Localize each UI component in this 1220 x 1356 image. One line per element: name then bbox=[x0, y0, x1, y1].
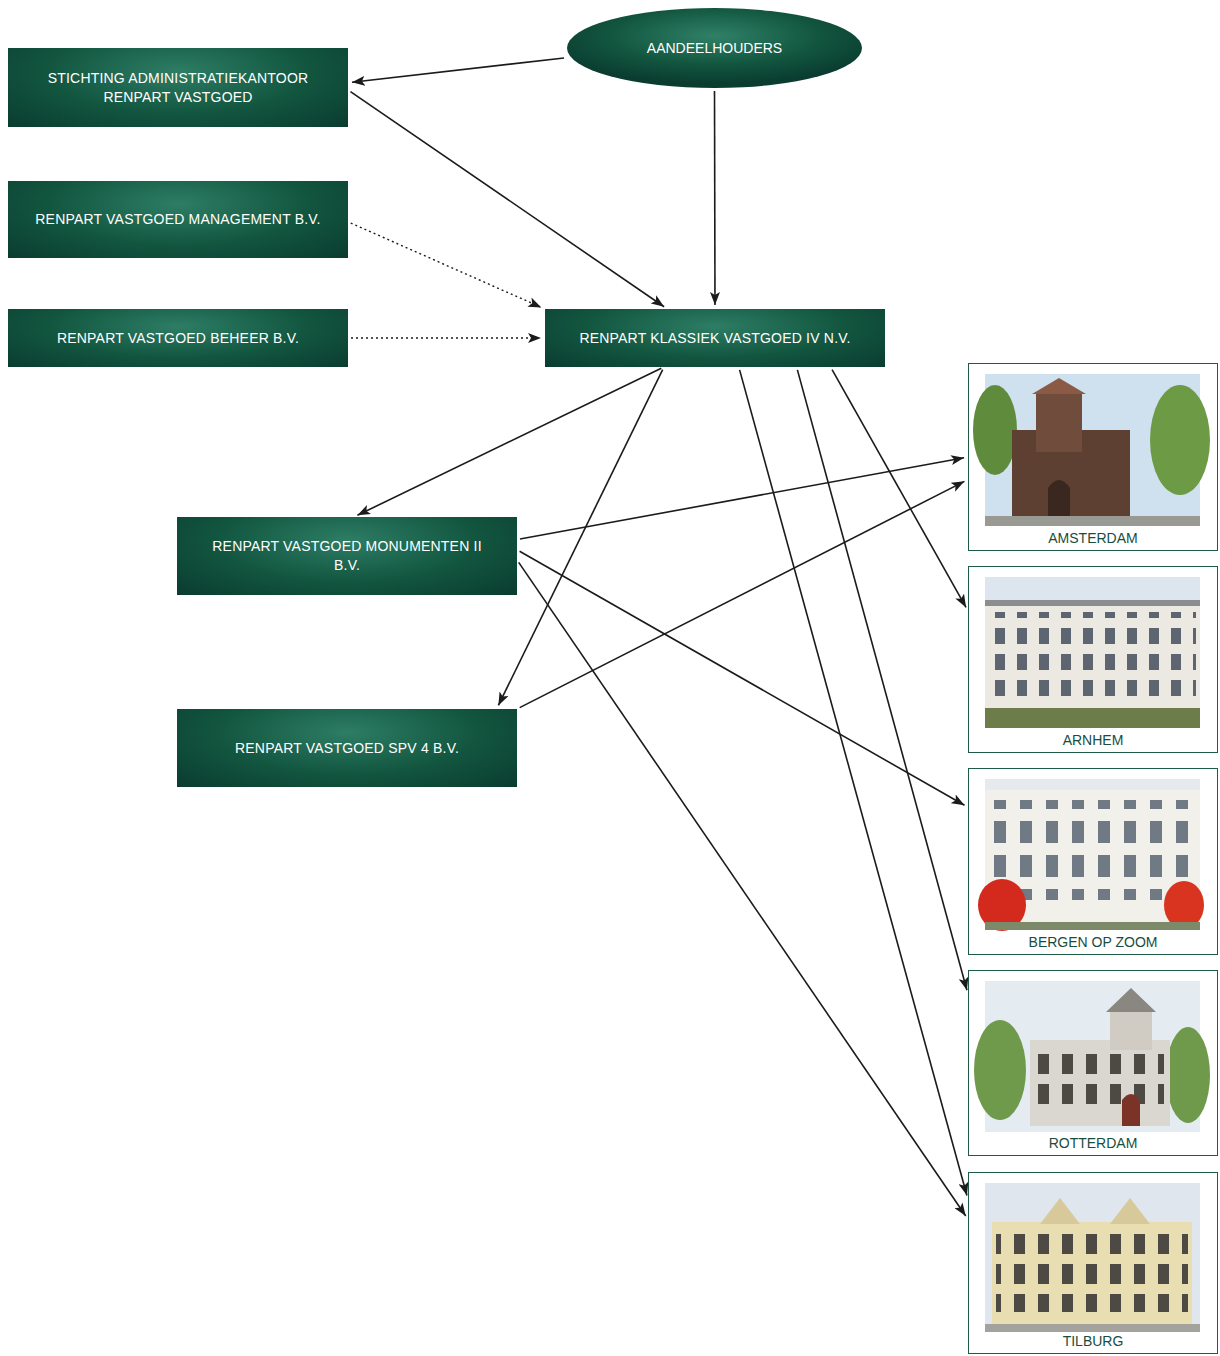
windows bbox=[994, 800, 1194, 900]
entity-name: RENPART VASTGOED MONUMENTEN II B.V. bbox=[199, 537, 495, 575]
city-caption: BERGEN OP ZOOM bbox=[969, 933, 1217, 951]
property-photo-box: AMSTERDAM bbox=[968, 363, 1218, 551]
ownership-arrow bbox=[520, 551, 965, 805]
street bbox=[985, 516, 1200, 526]
tree bbox=[1150, 385, 1210, 495]
sky bbox=[985, 577, 1200, 728]
entity-box: RENPART VASTGOED SPV 4 B.V. bbox=[177, 709, 517, 787]
entity-name: RENPART VASTGOED MANAGEMENT B.V. bbox=[35, 210, 320, 229]
property-photo-box: TILBURG bbox=[968, 1172, 1218, 1354]
windows bbox=[996, 1232, 1188, 1312]
gable bbox=[1110, 1010, 1152, 1050]
building bbox=[992, 1222, 1192, 1326]
lawn bbox=[985, 708, 1200, 728]
ownership-arrow bbox=[520, 458, 964, 539]
ownership-arrow bbox=[352, 58, 564, 82]
amsterdam-photo bbox=[973, 374, 1210, 526]
ownership-arrow bbox=[714, 91, 716, 305]
ornament-gable bbox=[1110, 1198, 1150, 1224]
city-caption: AMSTERDAM bbox=[969, 529, 1217, 547]
entity-name: RENPART VASTGOED BEHEER B.V. bbox=[57, 329, 299, 348]
tree bbox=[973, 385, 1017, 475]
management-link bbox=[351, 223, 542, 307]
management-link bbox=[351, 337, 541, 338]
church-tower bbox=[1036, 392, 1082, 452]
ownership-arrow bbox=[498, 370, 662, 706]
entity-box: RENPART KLASSIEK VASTGOED IV N.V. bbox=[545, 309, 885, 367]
entity-name: RENPART KLASSIEK VASTGOED IV N.V. bbox=[579, 329, 850, 348]
church-door bbox=[1048, 480, 1070, 522]
city-caption: ROTTERDAM bbox=[969, 1134, 1217, 1152]
property-photo-box: ROTTERDAM bbox=[968, 970, 1218, 1156]
building bbox=[1030, 1040, 1170, 1126]
tree bbox=[1166, 1027, 1210, 1123]
door bbox=[1122, 1094, 1140, 1126]
red-flowers bbox=[1164, 881, 1204, 929]
rotterdam-photo bbox=[974, 981, 1210, 1132]
tilburg-photo bbox=[985, 1183, 1200, 1334]
entity-box: RENPART VASTGOED MANAGEMENT B.V. bbox=[8, 181, 348, 258]
ownership-arrow bbox=[519, 562, 966, 1216]
entity-name: AANDEELHOUDERS bbox=[647, 40, 782, 56]
ground bbox=[985, 922, 1200, 930]
entity-box: RENPART VASTGOED BEHEER B.V. bbox=[8, 309, 348, 367]
entity-name: RENPART VASTGOED SPV 4 B.V. bbox=[235, 739, 459, 758]
city-caption: TILBURG bbox=[969, 1332, 1217, 1350]
arnhem-photo bbox=[985, 577, 1200, 728]
ownership-arrow bbox=[520, 481, 965, 707]
windows bbox=[1036, 1048, 1164, 1108]
roof-edge bbox=[985, 600, 1200, 606]
property-photo-box: ARNHEM bbox=[968, 566, 1218, 753]
ownership-arrow bbox=[350, 92, 664, 307]
entity-box: STICHTING ADMINISTRATIEKANTOOR RENPART V… bbox=[8, 48, 348, 127]
windows bbox=[990, 612, 1196, 704]
city-caption: ARNHEM bbox=[969, 731, 1217, 749]
ellipse-shape bbox=[567, 8, 862, 88]
building bbox=[985, 604, 1200, 710]
ownership-arrow bbox=[797, 370, 967, 990]
gable-roof bbox=[1106, 988, 1156, 1012]
bergen-op-zoom-photo bbox=[978, 779, 1204, 931]
tower-roof bbox=[1032, 378, 1086, 394]
shareholders-ellipse: AANDEELHOUDERS bbox=[567, 8, 862, 88]
tree bbox=[974, 1020, 1026, 1120]
ownership-arrow bbox=[357, 368, 661, 515]
entity-box: RENPART VASTGOED MONUMENTEN II B.V. bbox=[177, 517, 517, 595]
property-photo-box: BERGEN OP ZOOM bbox=[968, 768, 1218, 955]
ownership-arrow bbox=[740, 370, 967, 1196]
entity-name: STICHTING ADMINISTRATIEKANTOOR RENPART V… bbox=[30, 69, 326, 107]
ornament-gable bbox=[1040, 1198, 1080, 1224]
sky bbox=[985, 1183, 1200, 1334]
